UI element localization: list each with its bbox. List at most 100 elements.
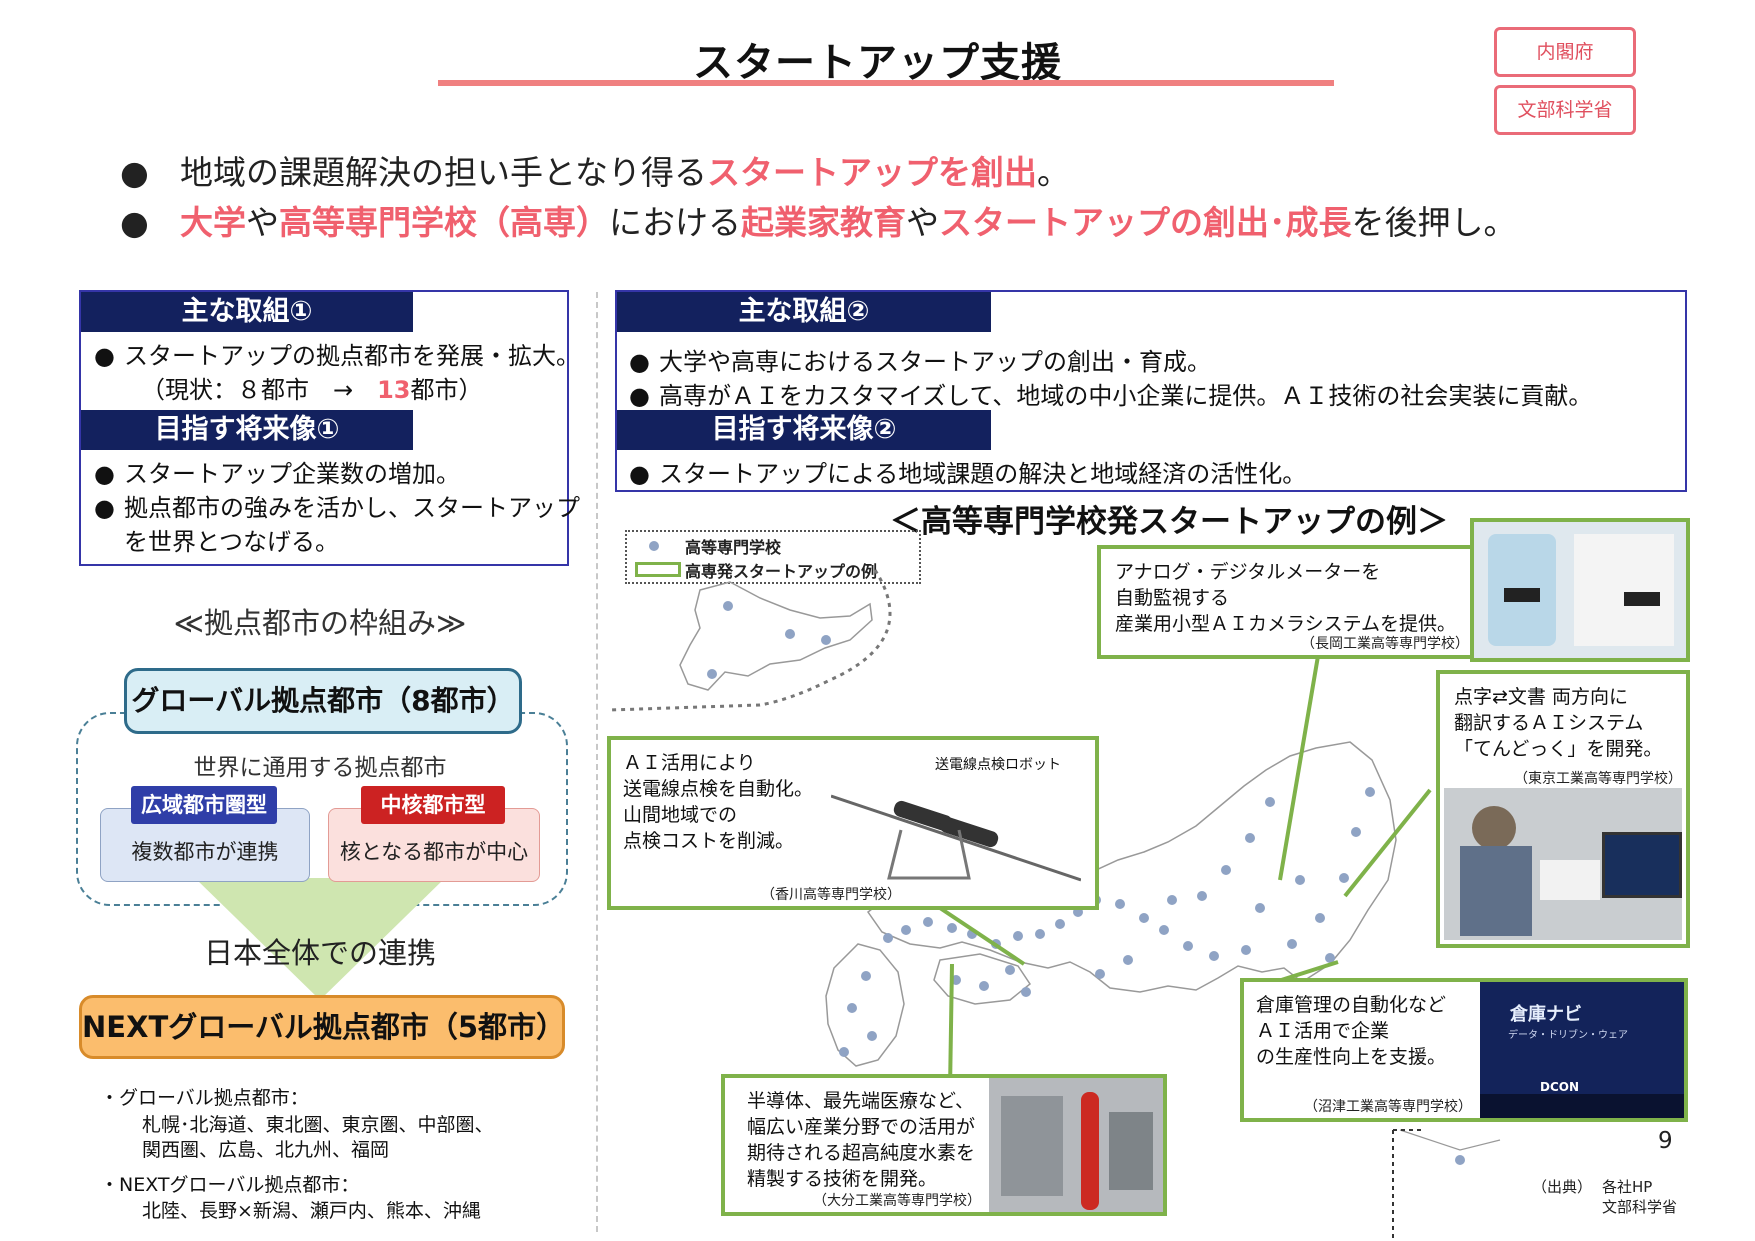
summary-segment: や xyxy=(906,203,939,242)
photo-numazu: 倉庫ナビ データ・ドリブン・ウェア DCON xyxy=(1480,982,1684,1118)
status-suffix: 都市） xyxy=(410,376,483,404)
bullet-icon: ● xyxy=(120,153,149,192)
ministry-badge-cabinet-office: 内閣府 xyxy=(1494,27,1636,77)
initiative2-item-2-text: 高専がＡＩをカスタマイズして、地域の中小企業に提供。ＡＩ技術の社会実装に貢献。 xyxy=(659,382,1593,410)
example-box-kagawa: ＡＩ活用により 送電線点検を自動化。 山間地域での 点検コストを削減。 送電線点… xyxy=(607,736,1099,910)
kosen-dot-icon xyxy=(649,541,659,551)
example-box-tokyo: 点字⇄文書 両方向に 翻訳するＡＩシステム 「てんどっく」を開発。 （東京工業高… xyxy=(1436,670,1690,948)
initiative-panel-1: 主な取組① ●スタートアップの拠点都市を発展・拡大。 （現状：８都市 → 13都… xyxy=(79,290,580,566)
summary-segment: 。 xyxy=(1037,153,1071,192)
goal-item-1: ●スタートアップ企業数の増加。 xyxy=(94,454,460,489)
summary-text-2: 大学や高等専門学校（高専）における起業家教育やスタートアップの創出･成長を後押し… xyxy=(180,203,1517,242)
honshu-outline xyxy=(866,741,1397,993)
legend-example-label: 高専発スタートアップの例 xyxy=(685,562,878,581)
goal2-item-1: ● スタートアップによる地域課題の解決と地域経済の活性化。 xyxy=(629,454,1306,489)
current-status: （現状：８都市 → 13都市） xyxy=(141,370,483,405)
goal-item-2-line2: を世界とつなげる。 xyxy=(124,528,340,556)
shikoku-outline xyxy=(933,953,1032,1005)
summary-text-1: 地域の課題解決の担い手となり得るスタートアップを創出。 xyxy=(180,153,1070,192)
bullet-icon: ● xyxy=(629,460,650,488)
map-section-title: ＜高等専門学校発スタートアップの例＞ xyxy=(890,504,1448,540)
example-nagaoka-source: （長岡工業高等専門学校） xyxy=(1301,636,1469,652)
gas-cylinder-image xyxy=(1081,1092,1099,1210)
summary-segment: 地域の課題解決の担い手となり得る xyxy=(180,153,708,192)
hokkaido-outline xyxy=(679,581,873,691)
initiative2-item-1-text: 大学や高専におけるスタートアップの創出・育成。 xyxy=(659,348,1211,376)
source-line1: 各社HP xyxy=(1602,1178,1653,1196)
source-label: （出典） xyxy=(1532,1178,1593,1196)
camera-panel-image xyxy=(1574,534,1674,646)
core-city-type-tag: 中核都市型 xyxy=(361,786,505,824)
funnel-triangle xyxy=(195,878,445,1000)
world-class-label: 世界に通用する拠点都市 xyxy=(193,755,447,781)
bullet-icon: ● xyxy=(94,494,115,522)
next-hub-list-heading: ・NEXTグローバル拠点都市： xyxy=(100,1174,360,1196)
example-kagawa-text: ＡＩ活用により 送電線点検を自動化。 山間地域での 点検コストを削減。 xyxy=(623,752,814,852)
summary-bullet-1: ● 地域の課題解決の担い手となり得るスタートアップを創出。 xyxy=(120,146,1070,194)
initiative-heading-1: 主な取組① xyxy=(81,292,413,332)
summary-bullet-2: ●大学や高等専門学校（高専）における起業家教育やスタートアップの創出･成長を後押… xyxy=(120,196,1517,244)
example-kagawa-source: （香川高等専門学校） xyxy=(761,887,901,903)
map-legend: 高等専門学校 高専発スタートアップの例 xyxy=(625,530,921,584)
summary-segment: や xyxy=(246,203,279,242)
example-box-nagaoka: アナログ・デジタルメーターを 自動監視する 産業用小型ＡＩカメラシステムを提供。… xyxy=(1097,545,1479,659)
summary-segment: 高等専門学校（高専） xyxy=(279,203,609,242)
photo-oita xyxy=(989,1078,1163,1212)
ministry-badge-mext: 文部科学省 xyxy=(1494,85,1636,135)
person-body-image xyxy=(1460,846,1532,936)
camera-display-image xyxy=(1624,592,1660,606)
example-numazu-source: （沼津工業高等専門学校） xyxy=(1304,1099,1472,1115)
summary-segment: スタートアップの創出･成長 xyxy=(939,203,1352,242)
initiative-heading-2: 主な取組② xyxy=(617,292,991,332)
summary-segment: における xyxy=(609,203,741,242)
okinawa-outline xyxy=(1399,1129,1501,1151)
summary-segment: 起業家教育 xyxy=(741,203,906,242)
column-separator xyxy=(596,292,598,1232)
global-hub-pill: グローバル拠点都市（8都市） xyxy=(124,668,522,734)
bullet-icon: ● xyxy=(629,348,650,376)
northern-border-line xyxy=(609,569,892,712)
initiative-panel-2: 主な取組② ●大学や高専におけるスタートアップの創出・育成。 ●高専がＡＩをカス… xyxy=(615,290,1687,492)
next-hub-list-line1: 北陸、長野×新潟、瀬戸内、熊本、沖縄 xyxy=(142,1200,481,1222)
initiative2-item-2: ●高専がＡＩをカスタマイズして、地域の中小企業に提供。ＡＩ技術の社会実装に貢献。 xyxy=(629,376,1592,411)
funnel-shape xyxy=(195,878,445,1000)
example-tokyo-source: （東京工業高等専門学校） xyxy=(1514,771,1682,787)
stage-floor-image xyxy=(1480,1094,1684,1118)
summary-segment: を後押し。 xyxy=(1351,203,1517,242)
status-value: 13 xyxy=(377,376,411,404)
global-hub-list-line2: 関西圏、広島、北九州、福岡 xyxy=(142,1139,390,1161)
summary-segment: 大学 xyxy=(180,203,246,242)
photo-tokyo xyxy=(1444,788,1682,940)
equipment-image xyxy=(1001,1096,1063,1196)
bullet-icon: ● xyxy=(120,203,149,242)
example-box-icon xyxy=(635,562,681,577)
goal-item-2: ●拠点都市の強みを活かし、スタートアップ xyxy=(94,488,580,523)
example-oita-text: 半導体、最先端医療など、 幅広い産業分野での活用が 期待される超高純度水素を 精… xyxy=(747,1090,976,1190)
legend-kosen-label: 高等専門学校 xyxy=(685,538,782,557)
goal-item-1-text: スタートアップ企業数の増加。 xyxy=(124,460,460,488)
example-numazu-text: 倉庫管理の自動化など ＡＩ活用で企業 の生産性向上を支援。 xyxy=(1256,994,1447,1068)
summary-segment: スタートアップを創出 xyxy=(707,153,1038,192)
example-box-oita: 半導体、最先端医療など、 幅広い産業分野での活用が 期待される超高純度水素を 精… xyxy=(721,1074,1167,1216)
status-prefix: （現状：８都市 → xyxy=(141,376,378,404)
framework-title: ≪拠点都市の枠組み≫ xyxy=(173,606,467,640)
goal-heading-1: 目指す将来像① xyxy=(81,410,413,450)
bullet-icon: ● xyxy=(94,342,115,370)
kyushu-outline xyxy=(825,943,905,1067)
example-oita-source: （大分工業高等専門学校） xyxy=(813,1193,981,1209)
panel-image xyxy=(1109,1112,1153,1190)
source-line2: 文部科学省 xyxy=(1602,1198,1678,1216)
screen-title: 倉庫ナビ xyxy=(1510,1004,1582,1025)
initiative2-item-1: ● 大学や高専におけるスタートアップの創出・育成。 xyxy=(629,342,1211,377)
photo-nagaoka xyxy=(1470,518,1690,662)
printer-image xyxy=(1540,860,1600,900)
meter-display-image xyxy=(1504,588,1540,602)
japan-map xyxy=(609,569,1501,1240)
page-number: 9 xyxy=(1658,1128,1673,1154)
goal2-item-1-text: スタートアップによる地域課題の解決と地域経済の活性化。 xyxy=(659,460,1307,488)
robot-photo-label: 送電線点検ロボット xyxy=(935,757,1061,773)
robot-image xyxy=(831,794,1081,882)
screen-subtitle: データ・ドリブン・ウェア xyxy=(1508,1030,1628,1041)
monitor-image xyxy=(1602,832,1682,898)
wide-area-type-tag: 広域都市圏型 xyxy=(131,786,277,824)
